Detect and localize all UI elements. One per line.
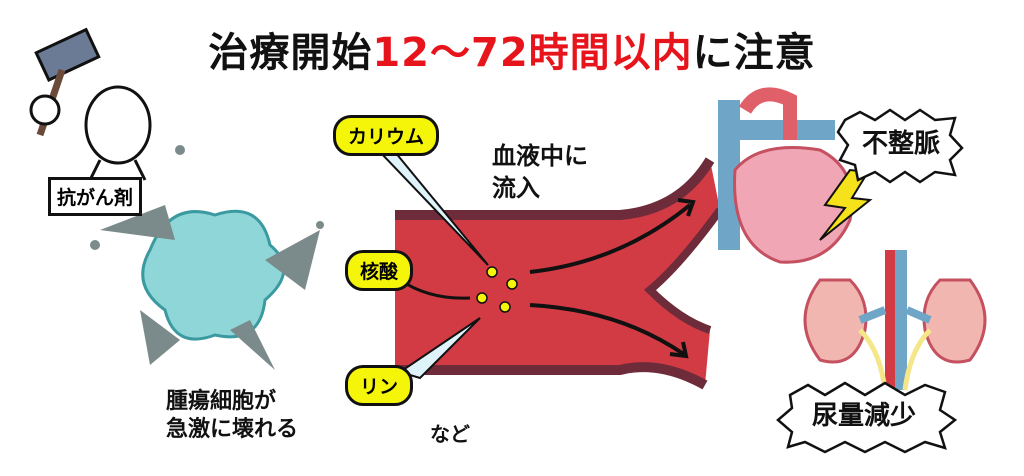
heart-icon <box>718 87 854 264</box>
tumor-caption-line1: 腫瘍細胞が <box>166 389 277 414</box>
phosphorus-pill: リン <box>345 365 414 406</box>
blood-vessel-icon <box>377 151 724 390</box>
person-with-hammer-icon <box>29 27 152 181</box>
potassium-pill: カリウム <box>333 115 440 156</box>
urine-reduction-label: 尿量減少 <box>812 401 917 431</box>
title-highlight: 12〜72時間以内 <box>372 30 693 76</box>
urine-burst <box>776 381 958 454</box>
kidney-icon <box>803 250 987 391</box>
title-part2: に注意 <box>692 30 816 76</box>
tumor-caption: 腫瘍細胞が 急激に壊れる <box>166 388 298 444</box>
flow-caption-line1: 血液中に <box>492 142 588 170</box>
tumor-caption-line2: 急激に壊れる <box>166 417 299 442</box>
arrhythmia-burst <box>836 108 964 184</box>
drug-label: 抗がん剤 <box>48 177 143 216</box>
nucleic-acid-pill: 核酸 <box>345 250 414 291</box>
flow-caption-line2: 流入 <box>492 174 540 202</box>
title-part1: 治療開始 <box>208 30 373 76</box>
flow-caption: 血液中に 流入 <box>492 140 588 204</box>
page-title: 治療開始12〜72時間以内に注意 <box>0 20 1024 78</box>
arrhythmia-label: 不整脈 <box>862 129 941 159</box>
etc-label: など <box>430 422 470 446</box>
tumor-cell-icon <box>90 145 324 370</box>
